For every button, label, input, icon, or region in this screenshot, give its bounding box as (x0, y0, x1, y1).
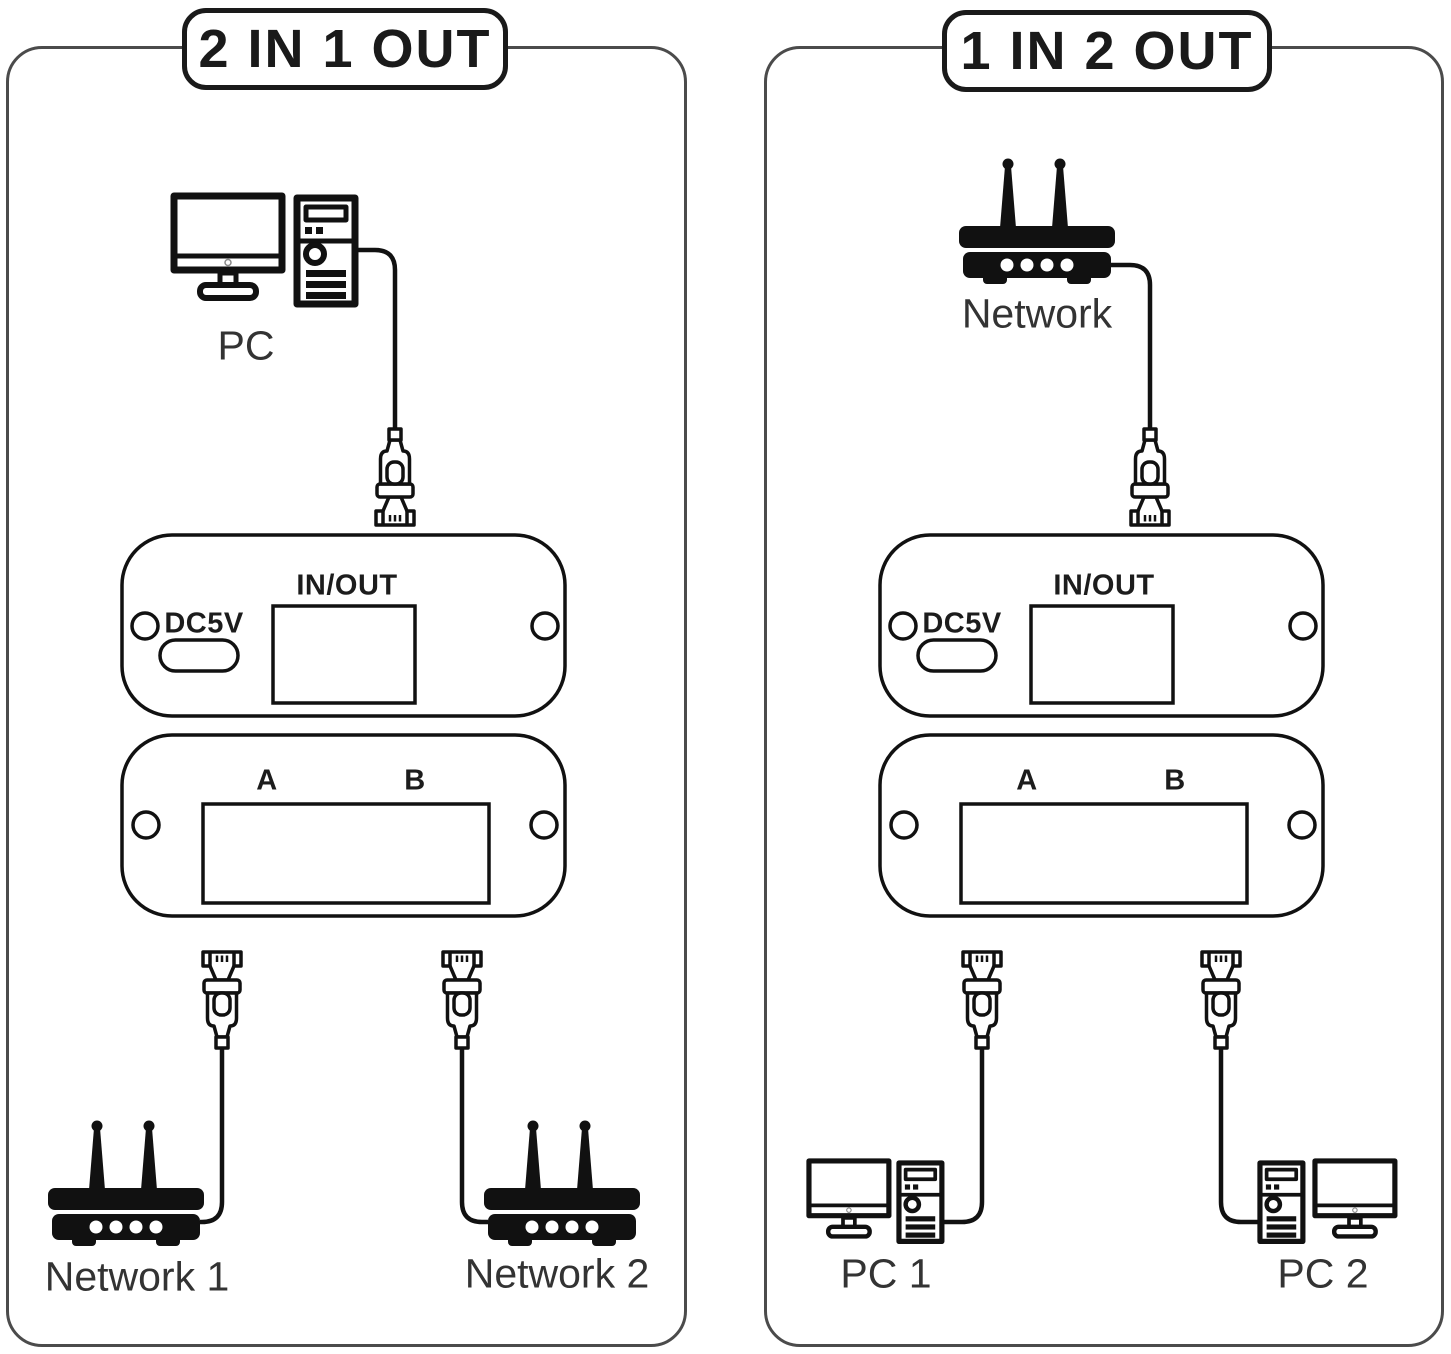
switch-ab-face (120, 733, 567, 918)
rj45-connector-icon (1129, 427, 1171, 527)
label-pc: PC (217, 322, 275, 369)
left-source-pc-icon (174, 196, 355, 304)
label-in-out: IN/OUT (296, 569, 398, 602)
pc2-icon (1260, 1161, 1395, 1241)
label-network-2: Network 2 (464, 1250, 650, 1297)
label-dc5v: DC5V (164, 607, 244, 640)
pc1-icon (809, 1161, 942, 1241)
router-icon-network (959, 158, 1115, 284)
ethernet-cable (358, 247, 398, 430)
switch-ab-face (878, 733, 1325, 918)
tower-icon (899, 1163, 942, 1241)
label-in-out: IN/OUT (1053, 569, 1155, 602)
tower-icon (1260, 1163, 1303, 1241)
label-network-1: Network 1 (44, 1253, 230, 1300)
monitor-icon (809, 1161, 889, 1236)
label-network: Network (961, 290, 1113, 337)
ethernet-cable (200, 1048, 225, 1225)
label-port-b: B (404, 764, 426, 797)
monitor-icon (1315, 1161, 1395, 1236)
tower-icon (297, 198, 355, 304)
rj45-connector-icon (1200, 950, 1242, 1050)
rj45-connector-icon (374, 427, 416, 527)
rj45-connector-icon (201, 950, 243, 1050)
label-port-a: A (1016, 764, 1038, 797)
ethernet-cable (459, 1048, 488, 1225)
label-dc5v: DC5V (922, 607, 1002, 640)
title-left: 2 IN 1 OUT (198, 19, 492, 79)
title-right: 1 IN 2 OUT (960, 21, 1254, 81)
ethernet-cable (1111, 262, 1153, 430)
label-port-b: B (1164, 764, 1186, 797)
rj45-connector-icon (441, 950, 483, 1050)
label-pc-1: PC 1 (840, 1250, 932, 1297)
rj45-connector-icon (961, 950, 1003, 1050)
ethernet-cable (1218, 1048, 1259, 1225)
monitor-icon (174, 196, 282, 298)
label-port-a: A (256, 764, 278, 797)
ethernet-cable (944, 1048, 985, 1225)
router-icon-network-1 (48, 1120, 204, 1246)
title-badge-right: 1 IN 2 OUT (942, 10, 1272, 92)
label-pc-2: PC 2 (1277, 1250, 1369, 1297)
title-badge-left: 2 IN 1 OUT (182, 8, 508, 90)
router-icon-network-2 (484, 1120, 640, 1246)
